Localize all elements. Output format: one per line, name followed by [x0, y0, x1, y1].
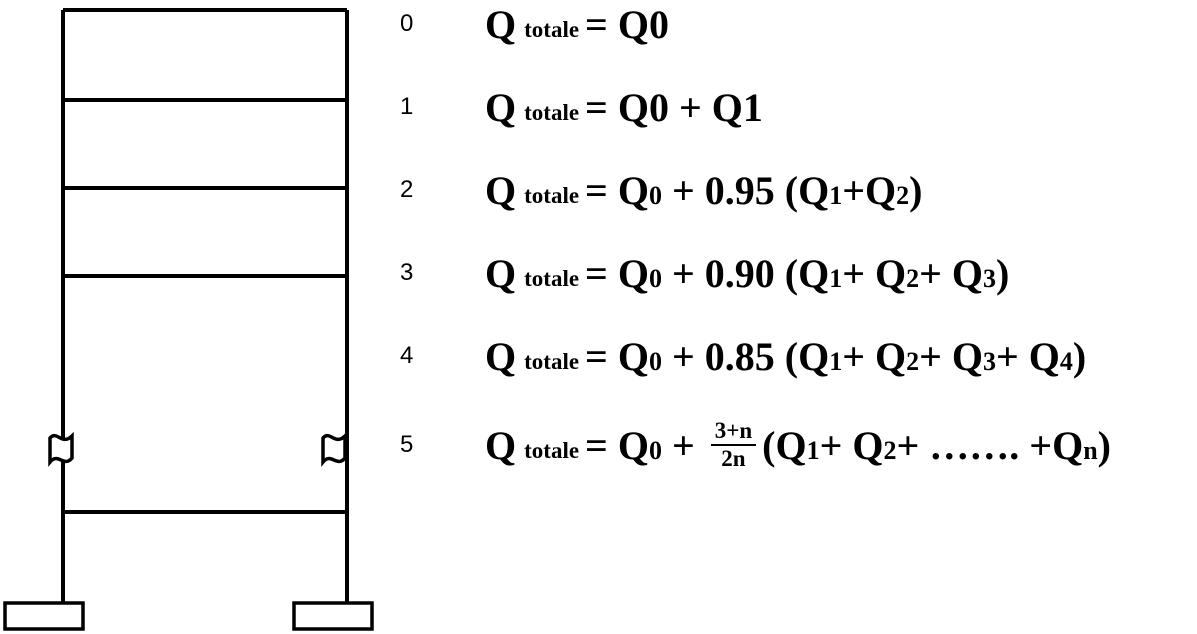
- load-symbol: Q: [485, 167, 517, 213]
- equation-term: = Q0: [585, 1, 669, 47]
- equation-term: + Q: [819, 422, 884, 468]
- floor-subscript: 3: [983, 347, 996, 376]
- right-break-symbol: [321, 431, 347, 467]
- equation-term: + Q: [842, 333, 907, 379]
- floor-subscript: 4: [1059, 347, 1073, 376]
- equation-term: ): [1072, 333, 1087, 379]
- total-subscript: totale: [524, 266, 580, 291]
- floor-subscript: 0: [648, 181, 662, 210]
- left-break-symbol: [48, 431, 74, 467]
- equation-term: +Q: [842, 167, 897, 213]
- equation-term: = Q: [585, 422, 649, 468]
- equation-term: = Q: [585, 333, 649, 379]
- load-symbol: Q: [485, 250, 517, 296]
- floor-label: 4: [400, 342, 414, 369]
- floor-label: 0: [400, 10, 414, 37]
- load-symbol: Q: [485, 333, 517, 379]
- total-subscript: totale: [524, 438, 580, 463]
- floor-subscript: 0: [648, 436, 662, 465]
- floor-subscript: 1: [829, 264, 843, 293]
- equation-term: + Q: [919, 250, 983, 296]
- total-subscript: totale: [524, 183, 580, 208]
- floor-label: 2: [400, 176, 414, 203]
- equation-term: + Q: [842, 250, 907, 296]
- floor-subscript: 3: [983, 264, 996, 293]
- floor-subscript: 1: [829, 347, 843, 376]
- equation-term: ): [1097, 422, 1111, 468]
- equation-term: + Q: [996, 333, 1060, 379]
- floor-subscript: 1: [806, 436, 820, 465]
- equation-term: + 0.95 (Q: [661, 167, 830, 213]
- equation-term: + 0.90 (Q: [661, 250, 830, 296]
- floor-subscript: n: [1083, 436, 1098, 465]
- left-footing: [3, 601, 85, 631]
- floor-subscript: 2: [896, 181, 910, 210]
- load-symbol: Q: [485, 1, 517, 47]
- total-subscript: totale: [524, 349, 580, 374]
- right-footing: [292, 601, 374, 631]
- equation-term: +: [661, 422, 705, 468]
- floor-subscript: 0: [648, 264, 662, 293]
- equation-term: ): [996, 250, 1010, 296]
- load-symbol: Q: [485, 84, 517, 130]
- equation-term: = Q: [585, 250, 649, 296]
- floor-subscript: 1: [829, 181, 843, 210]
- floor-subscript: 2: [883, 436, 897, 465]
- total-subscript: totale: [524, 100, 580, 125]
- equation-term: = Q0 + Q1: [585, 84, 763, 130]
- equation-term: + ……. +Q: [896, 422, 1084, 468]
- building-frame: [3, 8, 374, 631]
- equation-term: + Q: [919, 333, 983, 379]
- equation-term: = Q: [585, 167, 649, 213]
- load-symbol: Q: [485, 422, 517, 468]
- equation-term: ): [909, 167, 923, 213]
- floor-subscript: 2: [906, 264, 920, 293]
- floor-subscript: 2: [906, 347, 920, 376]
- floor-label: 1: [400, 93, 414, 120]
- total-subscript: totale: [524, 17, 580, 42]
- floor-subscript: 0: [648, 347, 662, 376]
- fraction-denominator: 2n: [721, 446, 746, 471]
- equation-term: + 0.85 (Q: [661, 333, 830, 379]
- floor-label: 5: [400, 431, 414, 458]
- equation-term: (Q: [762, 422, 807, 468]
- floor-label: 3: [400, 259, 414, 286]
- fraction-numerator: 3+n: [710, 418, 757, 446]
